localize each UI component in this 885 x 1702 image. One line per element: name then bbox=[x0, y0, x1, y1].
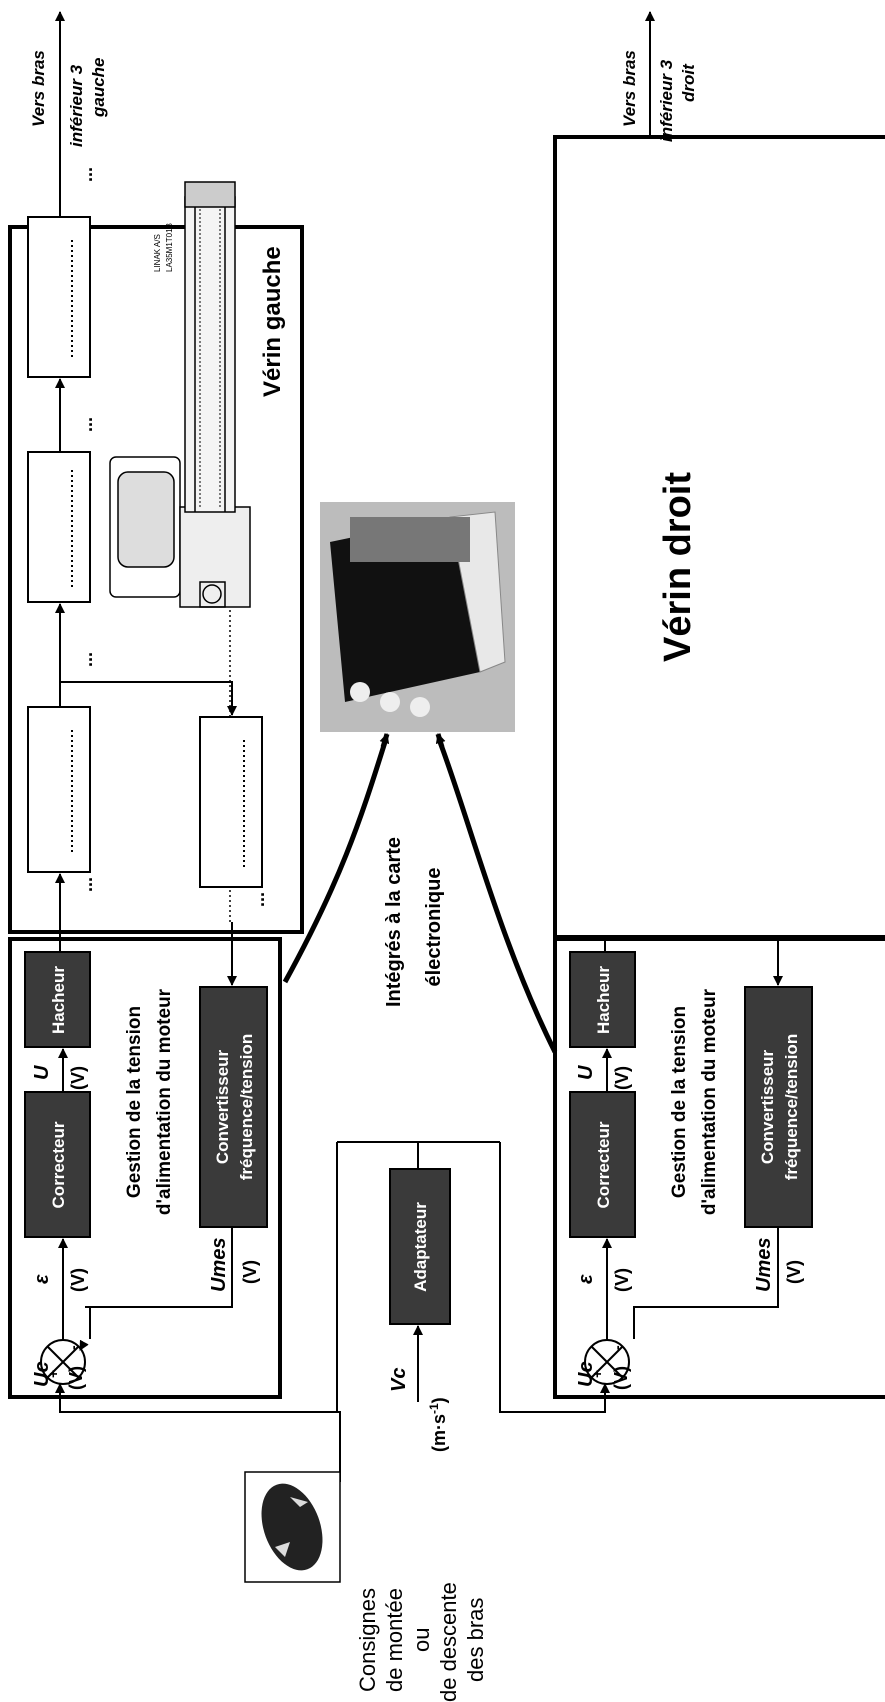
vc-label: Vc bbox=[388, 1368, 410, 1392]
feedback-to-junction bbox=[90, 1307, 232, 1339]
empty-block-3[interactable] bbox=[28, 217, 90, 377]
dots: ... bbox=[248, 892, 268, 907]
uc-route-left bbox=[60, 1142, 337, 1412]
dots: ... bbox=[76, 167, 96, 182]
svg-text:des bras: des bras bbox=[463, 1598, 488, 1682]
adaptateur-link bbox=[337, 1142, 418, 1169]
vc-unit: (m·s-1) bbox=[427, 1397, 449, 1452]
svg-text:de montée: de montée bbox=[382, 1588, 407, 1692]
umes-label-left: Umes bbox=[208, 1238, 230, 1292]
hacheur-block-right[interactable]: Hacheur bbox=[570, 952, 635, 1047]
umes-unit-left: (V) bbox=[240, 1260, 260, 1284]
integres-label-2: électronique bbox=[423, 868, 445, 987]
svg-text:Hacheur: Hacheur bbox=[594, 966, 613, 1034]
svg-text:-: - bbox=[65, 1345, 81, 1350]
output-label-right: Vers bras inférieur 3 droit bbox=[620, 50, 698, 142]
gestion-label-right-1: Gestion de la tension bbox=[669, 1006, 690, 1198]
uc-label-right: Uc bbox=[575, 1361, 597, 1387]
convertisseur-block-right[interactable]: Convertisseur fréquence/tension bbox=[745, 987, 812, 1227]
consignes-label: Consignes de montée ou de descente des b… bbox=[355, 1582, 488, 1702]
svg-text:gauche: gauche bbox=[89, 57, 108, 118]
svg-text:fréquence/tension: fréquence/tension bbox=[237, 1034, 256, 1180]
svg-text:droit: droit bbox=[679, 63, 698, 102]
svg-text:Convertisseur: Convertisseur bbox=[758, 1049, 777, 1164]
adaptateur-block[interactable]: Adaptateur bbox=[390, 1169, 450, 1324]
gestion-label-left-2: d'alimentation du moteur bbox=[154, 988, 175, 1215]
curved-arrow-right bbox=[440, 742, 555, 1052]
svg-text:LINAK A/S: LINAK A/S bbox=[153, 234, 162, 272]
svg-text:Vers bras: Vers bras bbox=[29, 50, 48, 127]
uc-label-left: Uc bbox=[31, 1361, 53, 1387]
gestion-label-right-2: d'alimentation du moteur bbox=[699, 988, 720, 1215]
u-unit-left: (V) bbox=[68, 1066, 88, 1090]
verin-gauche-label: Vérin gauche bbox=[259, 246, 286, 397]
svg-text:de descente: de descente bbox=[436, 1582, 461, 1702]
svg-text:-: - bbox=[609, 1345, 625, 1350]
eps-unit-left: (V) bbox=[68, 1268, 88, 1292]
empty-block-2[interactable] bbox=[28, 452, 90, 602]
eps-unit-right: (V) bbox=[612, 1268, 632, 1292]
correcteur-block-right[interactable]: Correcteur bbox=[570, 1092, 635, 1237]
integres-label-1: Intégrés à la carte bbox=[383, 837, 405, 1007]
empty-block-1[interactable] bbox=[28, 707, 90, 872]
empty-block-4[interactable] bbox=[200, 717, 262, 887]
eps-label-right: ε bbox=[575, 1274, 597, 1284]
gestion-label-left-1: Gestion de la tension bbox=[124, 1006, 145, 1198]
umes-unit-right: (V) bbox=[784, 1260, 804, 1284]
svg-text:ou: ou bbox=[409, 1628, 434, 1652]
remote-control-image bbox=[245, 1472, 340, 1582]
correcteur-block-left[interactable]: Correcteur bbox=[25, 1092, 90, 1237]
uc-unit-right: (V) bbox=[611, 1366, 631, 1390]
verin-droit-frame bbox=[555, 137, 885, 937]
u-label-left: U bbox=[31, 1065, 53, 1080]
umes-label-right: Umes bbox=[753, 1238, 775, 1292]
svg-text:LA35M1T01B: LA35M1T01B bbox=[165, 223, 174, 272]
svg-text:Consignes: Consignes bbox=[355, 1588, 380, 1692]
eps-label-left: ε bbox=[31, 1274, 53, 1284]
actuator-drawing-image: LINAK A/S LA35M1T01B bbox=[110, 182, 250, 607]
svg-text:Correcteur: Correcteur bbox=[594, 1121, 613, 1208]
svg-text:Vers bras: Vers bras bbox=[620, 50, 639, 127]
svg-text:fréquence/tension: fréquence/tension bbox=[782, 1034, 801, 1180]
dots: ... bbox=[76, 652, 96, 667]
hacheur-block-left[interactable]: Hacheur bbox=[25, 952, 90, 1047]
convertisseur-block-left[interactable]: Convertisseur fréquence/tension bbox=[200, 987, 267, 1227]
svg-text:Correcteur: Correcteur bbox=[49, 1121, 68, 1208]
svg-text:Adaptateur: Adaptateur bbox=[411, 1202, 430, 1292]
svg-text:inférieur 3: inférieur 3 bbox=[67, 64, 86, 147]
svg-text:inférieur 3: inférieur 3 bbox=[657, 59, 676, 142]
dots: ... bbox=[76, 417, 96, 432]
output-label-left: Vers bras inférieur 3 gauche bbox=[29, 50, 108, 147]
uc-unit-left: (V) bbox=[66, 1366, 86, 1390]
svg-text:Convertisseur: Convertisseur bbox=[213, 1049, 232, 1164]
dots: ... bbox=[76, 877, 96, 892]
verin-droit-label: Vérin droit bbox=[657, 472, 699, 662]
svg-text:Hacheur: Hacheur bbox=[49, 966, 68, 1034]
electronic-card-image bbox=[320, 502, 515, 732]
u-unit-right: (V) bbox=[612, 1066, 632, 1090]
u-label-right: U bbox=[575, 1065, 597, 1080]
flow-arrow bbox=[60, 682, 232, 702]
